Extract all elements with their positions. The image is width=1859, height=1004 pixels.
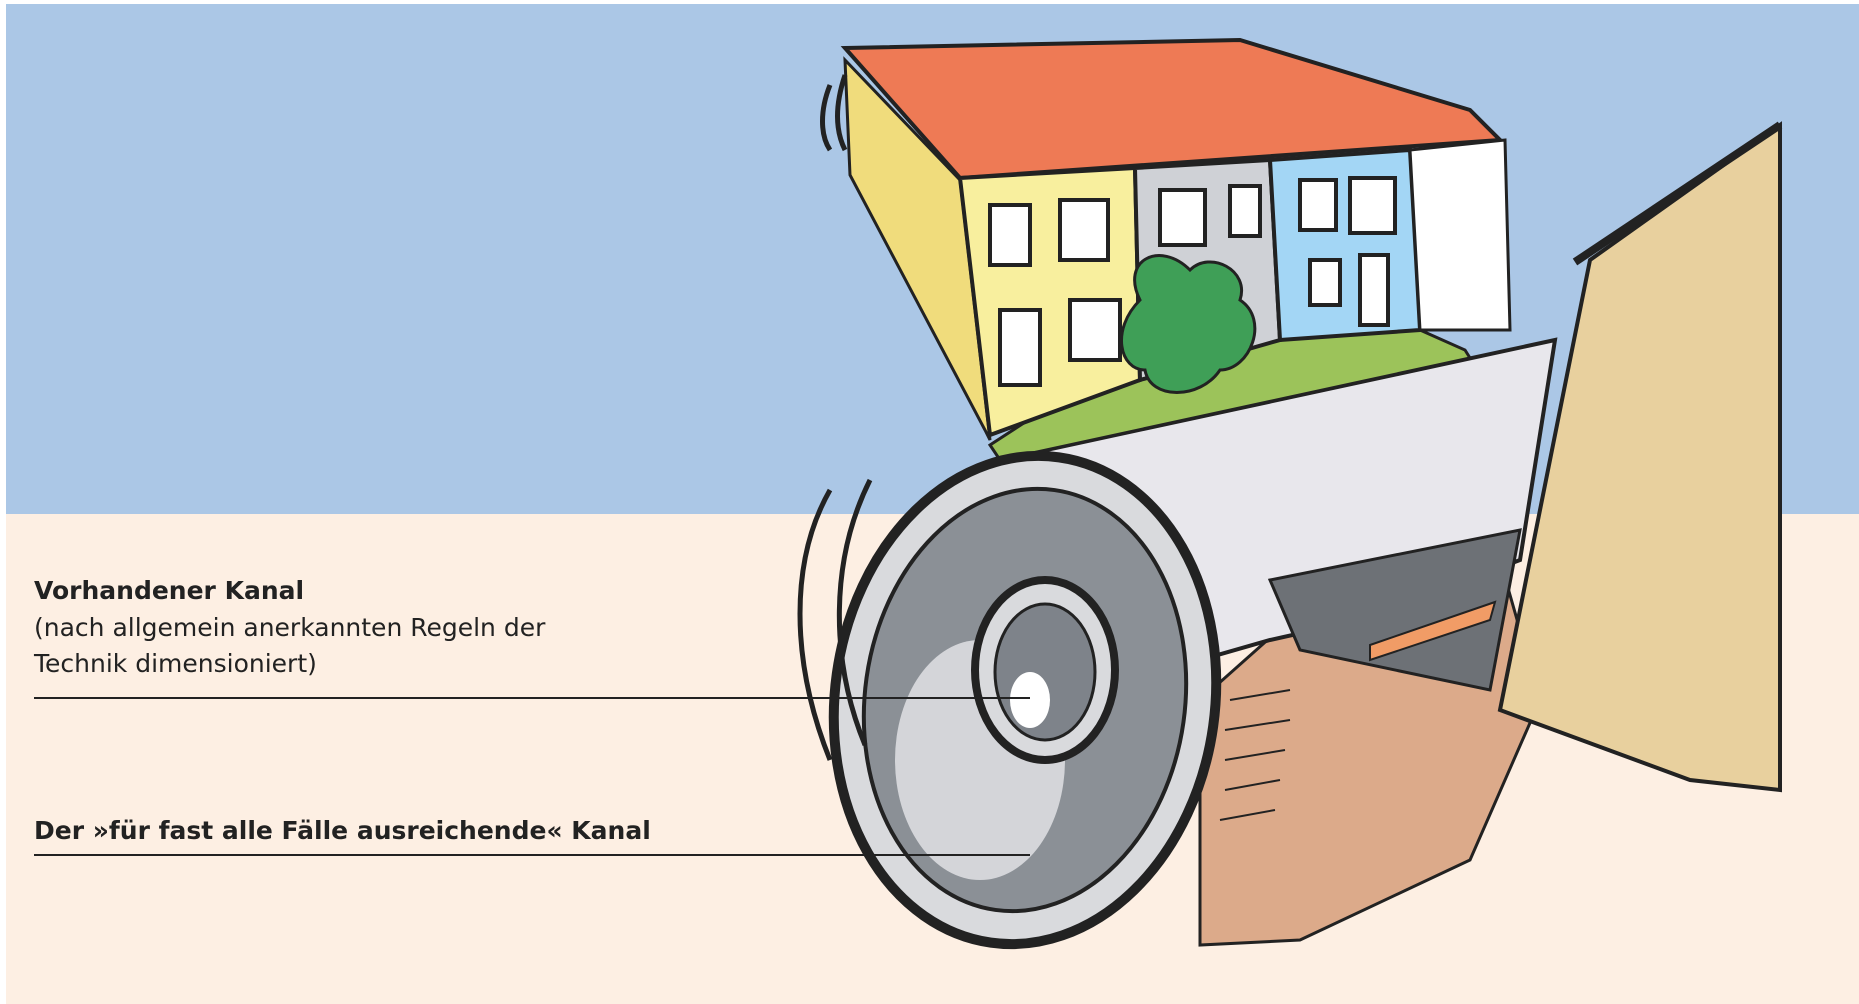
cutaway-panel — [1500, 125, 1780, 790]
sufficient-channel-label: Der »für fast alle Fälle ausreichende« K… — [34, 812, 651, 850]
sufficient-channel-title: Der »für fast alle Fälle ausreichende« K… — [34, 812, 651, 850]
house-blue-front — [1270, 150, 1420, 340]
existing-channel-line3: Technik dimensioniert) — [34, 646, 545, 682]
existing-channel-line2: (nach allgemein anerkannten Regeln der — [34, 610, 545, 646]
inner-pipe-hole — [995, 604, 1095, 740]
inner-pipe-highlight — [1010, 672, 1050, 728]
existing-channel-title: Vorhandener Kanal — [34, 572, 545, 610]
existing-channel-label: Vorhandener Kanal (nach allgemein anerka… — [34, 572, 545, 682]
house-white-front — [1410, 140, 1510, 330]
